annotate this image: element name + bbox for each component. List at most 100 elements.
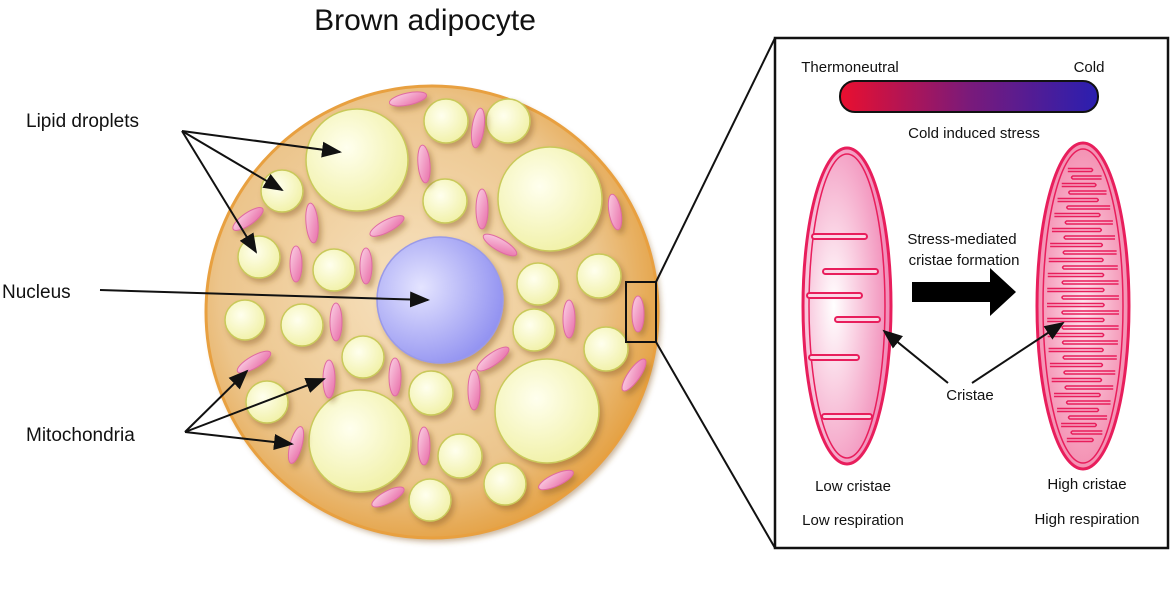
mitochondrion-low-cristae (801, 146, 893, 466)
lipid-droplet (312, 248, 356, 292)
mitochondrion (562, 299, 576, 339)
crista-fold (1047, 332, 1105, 338)
scale-left-label: Thermoneutral (801, 59, 899, 76)
crista-fold (1064, 220, 1113, 225)
lipid-droplet (485, 98, 531, 144)
inset-panel: Thermoneutral Cold Cold induced stress (773, 36, 1170, 550)
mitochondrion (482, 233, 518, 257)
cristae-low (806, 233, 881, 420)
right-caption-line1: High cristae (1047, 476, 1126, 493)
lipid-droplet (245, 380, 289, 424)
crista-fold (1063, 370, 1116, 375)
brown-adipocyte-cell (204, 84, 660, 540)
arrow-mito-1 (184, 369, 249, 433)
label-mitochondria: Mitochondria (26, 425, 135, 446)
crista-fold (1057, 197, 1100, 203)
arrow-nucleus (99, 289, 430, 308)
mitochondrion (329, 302, 343, 342)
lipid-droplet (408, 478, 452, 522)
crista-fold (1051, 227, 1103, 233)
crista-fold (1054, 392, 1101, 398)
lipid-droplet (423, 98, 469, 144)
crista-fold (1064, 385, 1114, 390)
crista-fold (1063, 235, 1116, 240)
crista-fold (1050, 242, 1104, 248)
right-caption-line2: High respiration (1034, 511, 1139, 528)
mitochondrion (476, 346, 510, 372)
crista-fold (1047, 272, 1105, 278)
arrow-mito-2 (184, 377, 326, 433)
mitochondrion (607, 193, 623, 231)
mitochondrion (470, 107, 486, 149)
mitochondrion-high-cristae (1035, 141, 1131, 471)
arrow-mito-3 (184, 431, 294, 450)
crista-fold (1066, 437, 1094, 443)
label-nucleus: Nucleus (2, 282, 71, 303)
crista-fold (1061, 310, 1119, 315)
zoom-line-bottom (655, 341, 776, 549)
crista-fold (1061, 265, 1118, 270)
left-caption-line2: Low respiration (802, 512, 904, 529)
lipid-droplet (224, 299, 266, 341)
lipid-droplet (483, 462, 527, 506)
mitochondrion (388, 91, 428, 107)
crista-fold (1062, 355, 1117, 360)
mitochondrion (538, 469, 574, 491)
crista-fold (1051, 377, 1103, 383)
lipid-droplet (583, 326, 629, 372)
lipid-droplet (305, 108, 409, 212)
mitochondrion (359, 247, 373, 285)
crista-fold (1057, 407, 1100, 413)
crista-fold (1048, 257, 1104, 263)
lipid-droplet (497, 146, 603, 252)
lipid-droplet (422, 178, 468, 224)
mitochondrion (417, 426, 431, 466)
lipid-droplet (437, 433, 483, 479)
crista-fold (1047, 302, 1105, 308)
stress-arrow (912, 268, 1016, 316)
cristae-pointer-right (971, 321, 1065, 384)
temperature-scale-bar (839, 80, 1099, 113)
crista-fold (1061, 280, 1119, 285)
zoom-line-top (655, 37, 776, 283)
mitochondrion (621, 358, 647, 392)
lipid-droplet (512, 308, 556, 352)
crista-fold (1061, 422, 1098, 428)
lipid-droplet (237, 235, 281, 279)
crista-fold (1067, 415, 1108, 420)
nucleus (376, 236, 504, 364)
crista-fold (1047, 317, 1105, 323)
lipid-droplet (260, 169, 304, 213)
crista-fold (1054, 212, 1101, 218)
mitochondrion (631, 295, 645, 333)
pointer-arrows (99, 130, 430, 450)
mitochondrion (322, 359, 336, 399)
mitochondrion (369, 215, 405, 237)
arrow-lipid-2 (181, 130, 284, 192)
crista-fold (1047, 287, 1105, 293)
diagram-title: Brown adipocyte (314, 4, 536, 37)
crista-fold (1070, 175, 1102, 180)
label-lipid-droplets: Lipid droplets (26, 111, 139, 132)
mitochondrion (467, 369, 481, 411)
mitochondrion (289, 245, 303, 283)
lipid-droplet (341, 335, 385, 379)
crista-fold (1067, 167, 1094, 173)
lipid-droplet (494, 358, 600, 464)
crista-fold (1066, 205, 1111, 210)
cristae-pointer-left (882, 329, 949, 384)
mitochondrion (475, 188, 489, 230)
left-caption-line1: Low cristae (815, 478, 891, 495)
crista-fold (1065, 400, 1111, 405)
mitochondrion (305, 202, 319, 244)
crista-fold (1061, 340, 1118, 345)
crista-fold (1070, 430, 1103, 435)
lipid-droplet (408, 370, 454, 416)
arrow-lipid-3 (181, 130, 258, 254)
mitochondrion (417, 144, 431, 184)
cristae-high (1047, 167, 1119, 443)
lipid-droplet (516, 262, 560, 306)
arrow-caption-line2: cristae formation (909, 252, 1020, 269)
lipid-droplet (576, 253, 622, 299)
